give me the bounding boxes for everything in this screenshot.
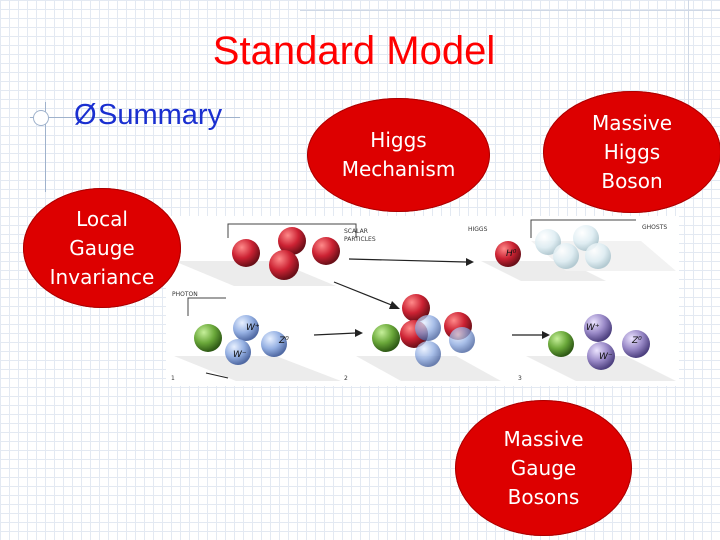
ghost-ball xyxy=(535,229,561,255)
z-boson-ball xyxy=(449,327,475,353)
callout-massive-gauge-bosons: Massive Gauge Bosons xyxy=(455,400,632,536)
label-h0: H⁰ xyxy=(506,249,517,259)
w-boson-ball xyxy=(415,341,441,367)
arrow xyxy=(348,258,467,263)
scalar-particle-ball xyxy=(232,239,260,267)
label-scalar-particles-2: PARTICLES xyxy=(344,236,376,243)
decor-circle xyxy=(33,110,49,126)
plane xyxy=(356,356,501,381)
label-w-minus: W⁻ xyxy=(599,352,613,362)
w-minus-ball xyxy=(225,339,251,365)
label-w-plus: W⁺ xyxy=(246,323,260,333)
decor-line xyxy=(688,0,689,120)
callout-line: Local xyxy=(76,206,128,231)
decor-line xyxy=(300,10,720,11)
photon-ball xyxy=(194,324,222,352)
bullet-summary: ØSummary xyxy=(74,97,222,133)
arrow-head xyxy=(466,258,474,266)
ghost-ball xyxy=(553,243,579,269)
callout-line: Massive xyxy=(591,110,673,135)
scalar-particle-ball xyxy=(312,237,340,265)
label-ghosts: GHOSTS xyxy=(642,224,667,231)
decor-line xyxy=(45,102,46,192)
arrow xyxy=(313,332,357,336)
arrow xyxy=(333,281,395,307)
callout-line: Mechanism xyxy=(341,157,456,181)
arrow-head xyxy=(389,301,400,309)
callout-line: Higgs xyxy=(370,128,427,152)
scalar-particle-ball xyxy=(402,294,430,322)
w-plus-ball xyxy=(233,315,259,341)
label-w-plus: W⁺ xyxy=(586,323,600,333)
higgs-boson-ball xyxy=(495,241,521,267)
scalar-particle-ball xyxy=(278,227,306,255)
photon-ball xyxy=(372,324,400,352)
arrow-head xyxy=(355,329,363,337)
callout-line: Massive xyxy=(503,426,584,451)
label-z0: Z⁰ xyxy=(278,336,289,346)
z0-ball xyxy=(261,331,287,357)
panel-number-3: 3 xyxy=(518,375,522,382)
callout-line: Invariance xyxy=(49,264,155,289)
callout-line: Higgs xyxy=(603,139,661,164)
bullet-arrow-icon: Ø xyxy=(74,99,97,131)
w-boson-ball xyxy=(415,315,441,341)
label-scalar-particles-1: SCALAR xyxy=(344,228,368,235)
callout-line: Gauge xyxy=(69,235,135,260)
bullet-text: Summary xyxy=(98,99,223,131)
ghost-ball xyxy=(585,243,611,269)
callout-massive-higgs-boson: Massive Higgs Boson xyxy=(543,91,720,213)
label-higgs: HIGGS xyxy=(468,226,488,233)
callout-local-gauge-invariance: Local Gauge Invariance xyxy=(23,188,181,308)
bracket xyxy=(530,219,636,238)
plane xyxy=(174,261,336,286)
massive-w-minus-ball xyxy=(587,342,615,370)
bracket xyxy=(227,223,357,238)
panel-number-2: 2 xyxy=(344,375,348,382)
callout-line: Boson xyxy=(601,168,663,193)
callout-line: Gauge xyxy=(510,455,577,480)
higgs-mechanism-figure: SCALAR PARTICLES HIGGS GHOSTS PHOTON 1 2… xyxy=(166,216,679,386)
label-w-minus: W⁻ xyxy=(233,350,247,360)
slide-title: Standard Model xyxy=(212,29,496,73)
massive-z0-ball xyxy=(622,330,650,358)
callout-line: Bosons xyxy=(507,484,580,509)
panel-number-1: 1 xyxy=(171,375,175,382)
arrow-head xyxy=(542,331,550,339)
decor-line xyxy=(30,117,240,118)
label-z0: Z⁰ xyxy=(631,336,642,346)
scalar-particle-ball xyxy=(269,250,299,280)
photon-ball xyxy=(548,331,574,357)
bracket xyxy=(187,297,226,316)
arrow xyxy=(205,372,229,379)
callout-higgs-mechanism: Higgs Mechanism xyxy=(307,98,490,212)
label-photon: PHOTON xyxy=(172,291,198,298)
plane xyxy=(174,356,341,381)
massive-w-plus-ball xyxy=(584,314,612,342)
